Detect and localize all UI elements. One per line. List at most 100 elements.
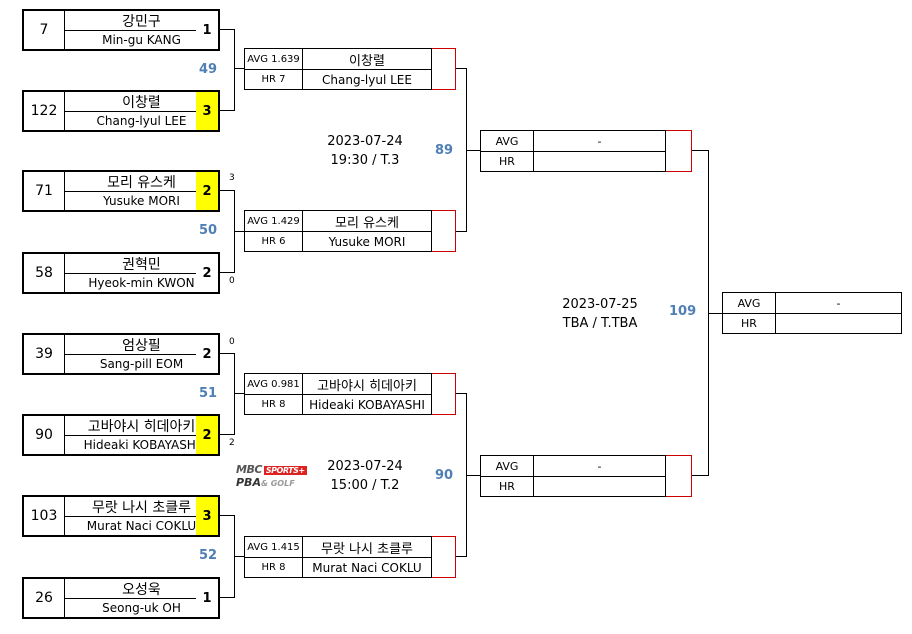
seed-number: 90 [24, 416, 65, 454]
seed-number: 39 [24, 335, 65, 373]
player-card: 7 강민구 Min-gu KANG [22, 9, 218, 51]
empty-cell [534, 477, 665, 496]
bracket-line [220, 272, 234, 273]
seed-number: 58 [24, 254, 65, 292]
player-average: AVG 0.981 [245, 374, 303, 395]
player-card: 103 무랏 나시 초클루 Murat Naci COKLU [22, 495, 218, 537]
match-date: 2023-07-24 [327, 134, 403, 149]
player-name-korean: 무랏 나시 초클루 [303, 537, 431, 558]
match-time-table: 15:00 / T.2 [330, 478, 400, 493]
player-name-korean: 이창렬 [303, 49, 431, 70]
match-number: 51 [199, 386, 218, 401]
player-name-korean: 강민구 [65, 11, 218, 31]
pending-score-box [666, 455, 692, 497]
tiebreak-score: 2 [229, 438, 235, 448]
round3-card: AVG HR - [480, 130, 666, 172]
player-name-english: Yusuke MORI [328, 234, 406, 249]
player-name-placeholder: - [534, 456, 665, 477]
player-name-korean: 권혁민 [65, 254, 218, 274]
set-score-winner: 2 [196, 170, 220, 212]
match-number: 109 [669, 304, 697, 319]
seed-number: 26 [24, 579, 65, 617]
set-score: 1 [196, 9, 220, 51]
player-average: AVG 1.639 [245, 49, 303, 70]
player-high-run: HR 7 [245, 70, 303, 89]
player-name-english: Hideaki KOBAYASHI [83, 438, 200, 452]
bracket-line [234, 29, 235, 111]
bracket-line [234, 68, 244, 69]
match-date: 2023-07-25 [562, 297, 638, 312]
bracket-line [456, 68, 466, 69]
set-score: 1 [196, 577, 220, 619]
round2-card: AVG 1.639 HR 7 이창렬 Chang-lyul LEE [244, 48, 432, 90]
bracket-line [234, 353, 235, 435]
tiebreak-score: 0 [229, 337, 235, 347]
round2-card: AVG 1.415 HR 8 무랏 나시 초클루 Murat Naci COKL… [244, 536, 432, 578]
set-score: 2 [196, 252, 220, 294]
player-card: 71 모리 유스케 Yusuke MORI [22, 170, 218, 212]
logo-text: PBA [236, 476, 261, 489]
bracket-line [466, 475, 480, 476]
set-score-winner: 3 [196, 90, 220, 132]
seed-number: 103 [24, 497, 65, 535]
bracket-line [220, 597, 234, 598]
player-name-english: Chang-lyul LEE [96, 114, 187, 128]
bracket-line [708, 313, 722, 314]
average-label: AVG [481, 131, 534, 152]
tiebreak-score: 0 [229, 276, 235, 286]
player-card: 39 엄상필 Sang-pill EOM [22, 333, 218, 375]
player-card: 58 권혁민 Hyeok-min KWON [22, 252, 218, 294]
round2-card: AVG 1.429 HR 6 모리 유스케 Yusuke MORI [244, 210, 432, 252]
player-name-english: Sang-pill EOM [99, 357, 184, 371]
final-card: AVG HR - [722, 292, 902, 334]
bracket-line [456, 556, 466, 557]
match-number: 49 [199, 62, 218, 77]
bracket-line [220, 353, 234, 354]
player-name-english: Murat Naci COKLU [312, 560, 422, 575]
bracket-line [220, 29, 234, 30]
round3-card: AVG HR - [480, 455, 666, 497]
bracket-line [234, 231, 244, 232]
player-card: 90 고바야시 히데아키 Hideaki KOBAYASHI [22, 414, 218, 456]
match-time-table: 19:30 / T.3 [330, 153, 400, 168]
player-name-english: Min-gu KANG [102, 33, 181, 47]
player-name-english: Chang-lyul LEE [322, 72, 412, 87]
bracket-line [456, 231, 466, 232]
logo-suffix: & GOLF [260, 479, 295, 488]
empty-cell [534, 152, 665, 171]
player-name-english: Seong-uk OH [102, 601, 181, 615]
pending-score-box [432, 48, 456, 90]
bracket-line [220, 434, 234, 435]
high-run-label: HR [723, 314, 776, 333]
player-average: AVG 1.415 [245, 537, 303, 558]
player-name-english: Hyeok-min KWON [88, 276, 195, 290]
pending-score-box [432, 210, 456, 252]
bracket-line [692, 150, 708, 151]
bracket-line [220, 110, 234, 111]
round2-card: AVG 0.981 HR 8 고바야시 히데아키 Hideaki KOBAYAS… [244, 373, 432, 415]
logo-text: MBC [236, 463, 262, 476]
match-number: 52 [199, 548, 218, 563]
player-name-korean: 고바야시 히데아키 [65, 416, 218, 436]
average-label: AVG [723, 293, 776, 314]
average-label: AVG [481, 456, 534, 477]
match-schedule: 2023-07-25 TBA / T.TBA [540, 295, 660, 333]
player-name-english: Murat Naci COKLU [86, 519, 197, 533]
logo-badge: SPORTS+ [263, 466, 307, 475]
match-date: 2023-07-24 [327, 459, 403, 474]
player-high-run: HR 8 [245, 558, 303, 577]
bracket-line [466, 150, 480, 151]
player-average: AVG 1.429 [245, 211, 303, 232]
pending-score-box [432, 373, 456, 415]
player-name-korean: 오성욱 [65, 579, 218, 599]
player-card: 26 오성욱 Seong-uk OH [22, 577, 218, 619]
set-score-winner: 3 [196, 495, 220, 537]
player-high-run: HR 8 [245, 395, 303, 414]
match-number: 50 [199, 223, 218, 238]
bracket-line [220, 515, 234, 516]
match-number: 90 [435, 468, 454, 483]
player-high-run: HR 6 [245, 232, 303, 251]
bracket-line [234, 556, 244, 557]
seed-number: 71 [24, 172, 65, 210]
match-schedule: 2023-07-24 15:00 / T.2 [305, 457, 425, 495]
